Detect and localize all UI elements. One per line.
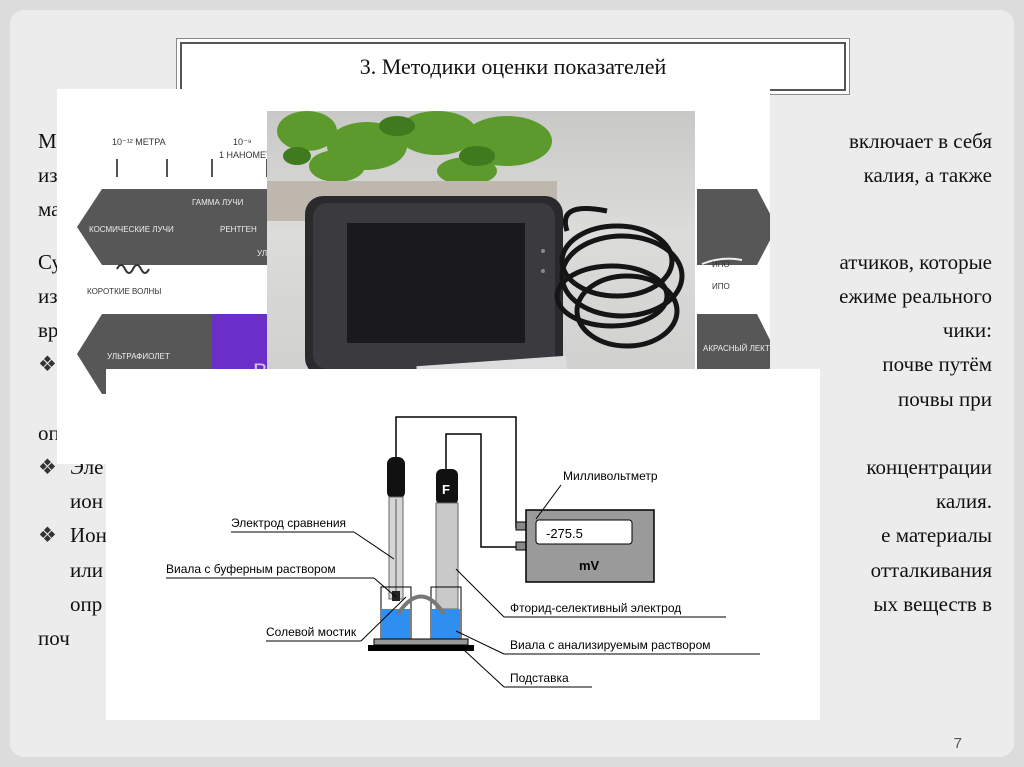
page-number: 7	[953, 735, 962, 752]
stand	[373, 638, 469, 646]
fluoride-electrode-label: Фторид-селективный электрод	[510, 601, 681, 615]
salt-bridge-label: Солевой мостик	[266, 625, 357, 639]
infrared-label: АКРАСНЫЙ ЛЕКТР	[703, 344, 770, 353]
meter-reading: -275.5	[546, 526, 583, 541]
analyte-vial-label: Виала с анализируемым раствором	[510, 638, 711, 652]
ipo2-label: ИПО	[712, 282, 730, 291]
meter-unit: mV	[579, 558, 600, 573]
buffer-vial-label: Виала с буферным раствором	[166, 562, 336, 576]
diamond-bullet-icon: ❖	[38, 523, 57, 548]
meter-photo	[267, 111, 695, 383]
ref-electrode-label: Электрод сравнения	[231, 516, 346, 530]
diamond-bullet-icon: ❖	[38, 454, 57, 479]
buffer-vial	[380, 586, 412, 640]
electrode-diagram: -275.5 mV Милливольтметр F	[106, 369, 820, 720]
salt-bridge	[396, 594, 446, 616]
scale-label-nm-exp: 10⁻⁹	[233, 137, 252, 147]
gamma-label: ГАММА ЛУЧИ	[192, 198, 244, 207]
uv-short-label: УЛ	[257, 249, 267, 258]
body-line: ма	[38, 197, 61, 222]
millivoltmeter-label: Милливольтметр	[563, 469, 658, 483]
diamond-bullet-icon: ❖	[38, 352, 57, 377]
body-line: поч	[38, 626, 70, 651]
scale-label-metre: 10⁻¹² МЕТРА	[112, 137, 166, 147]
short-waves-label: КОРОТКИЕ ВОЛНЫ	[87, 287, 161, 296]
long-wave-icon	[701, 257, 743, 265]
scale-label-nanometre: 1 НАНОМЕТР	[219, 150, 278, 160]
electrode-letter: F	[442, 482, 450, 497]
cosmic-label: КОСМИЧЕСКИЕ ЛУЧИ	[89, 225, 174, 234]
uv-label: УЛЬТРАФИОЛЕТ	[107, 352, 170, 361]
reference-electrode	[387, 457, 405, 601]
fluoride-electrode: F	[435, 469, 459, 610]
wave-icon	[116, 264, 150, 274]
bullet-item: ❖ почве путём почвы при	[38, 347, 992, 415]
slide-title: 3. Методики оценки показателей	[180, 42, 846, 91]
millivoltmeter: -275.5 mV	[515, 509, 655, 583]
ipo-label: ИПО	[712, 260, 730, 269]
xray-label: РЕНТГЕН	[220, 225, 257, 234]
stand-label: Подставка	[510, 671, 569, 685]
